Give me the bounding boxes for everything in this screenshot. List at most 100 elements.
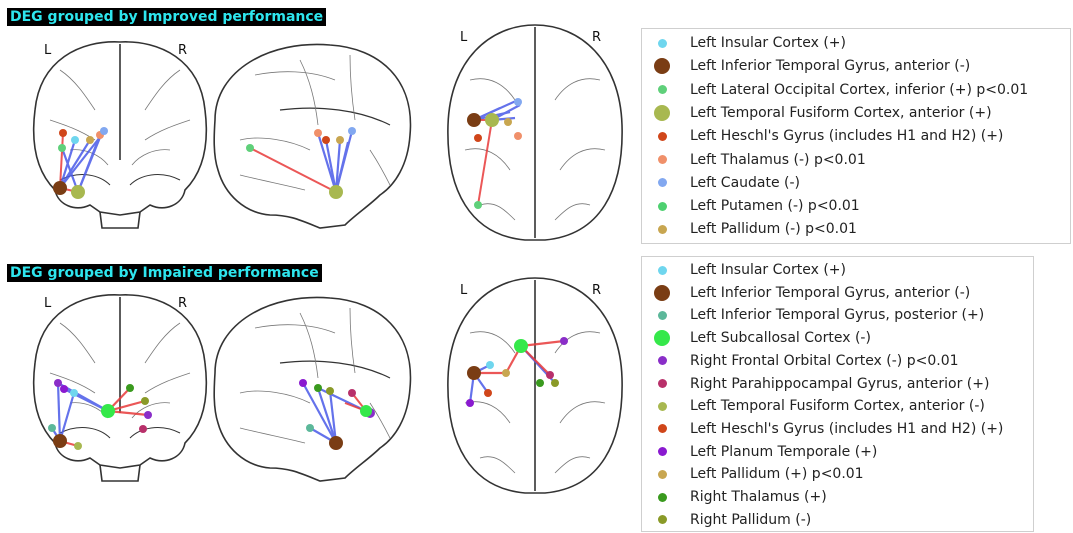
legend-item: Left Heschl's Gyrus (includes H1 and H2)… [642, 418, 1033, 440]
legend-marker [654, 104, 670, 121]
bottom-axial-node-itg-anterior [467, 366, 481, 380]
top-sagittal-node-pallidum [336, 136, 344, 144]
bottom-coronal-node-parahippocampal [139, 425, 147, 433]
legend-label: Left Planum Temporale (+) [690, 443, 878, 460]
legend-label: Left Lateral Occipital Cortex, inferior … [690, 81, 1029, 98]
legend-marker [657, 515, 667, 525]
bottom-axial-node-pallidum [502, 369, 510, 377]
top-sagittal-view [213, 43, 412, 229]
top-axial-node-itg-anterior [467, 113, 481, 127]
legend-marker [657, 265, 667, 275]
legend-item: Left Pallidum (-) p<0.01 [642, 218, 1070, 240]
bottom-coronal-node-fusiform [74, 442, 82, 450]
top-axial-view [447, 24, 623, 241]
top-legend: Left Insular Cortex (+)Left Inferior Tem… [641, 28, 1071, 244]
legend-label: Left Temporal Fusiform Cortex, anterior … [690, 104, 992, 121]
legend-marker [657, 155, 667, 164]
legend-marker [657, 492, 667, 502]
legend-label: Left Insular Cortex (+) [690, 262, 846, 278]
top-panel-title: DEG grouped by Improved performance [7, 8, 327, 26]
top-coronal-node-heschl [59, 129, 67, 137]
top-axial-node-occipital [474, 201, 482, 209]
bottom-sagittal-node-thalamus [314, 384, 322, 392]
bottom-sagittal-node-itg-posterior [306, 424, 314, 432]
legend-label: Left Pallidum (-) p<0.01 [690, 221, 857, 238]
bottom-axial-node-parahippocampal [546, 371, 554, 379]
legend-item: Left Inferior Temporal Gyrus, posterior … [642, 304, 1033, 326]
bottom-sagittal-node-itg-anterior [329, 436, 343, 450]
legend-marker [657, 310, 667, 320]
legend-marker [654, 58, 670, 75]
bottom-coronal-node-right-thalamus [126, 384, 134, 392]
legend-item: Left Inferior Temporal Gyrus, anterior (… [642, 55, 1070, 77]
legend-marker [657, 131, 667, 141]
legend-label: Left Inferior Temporal Gyrus, anterior (… [690, 284, 971, 301]
legend-label: Left Putamen (-) p<0.01 [690, 198, 860, 215]
legend-item: Left Insular Cortex (+) [642, 32, 1070, 54]
top-sagittal-node-caudate [348, 127, 356, 135]
legend-item: Left Temporal Fusiform Cortex, anterior … [642, 102, 1070, 124]
top-sagittal-node-thalamus [314, 129, 322, 137]
legend-label: Left Heschl's Gyrus (includes H1 and H2)… [690, 420, 1004, 437]
legend-item: Left Temporal Fusiform Cortex, anterior … [642, 395, 1033, 417]
bottom-sagittal-node-subcallosal [360, 405, 372, 417]
legend-marker [657, 401, 667, 411]
legend-marker [654, 284, 670, 301]
top-axial-left-label: L [460, 30, 468, 45]
bottom-coronal-node-right-pallidum [141, 397, 149, 405]
legend-marker [657, 356, 667, 366]
legend-item: Left Putamen (-) p<0.01 [642, 195, 1070, 217]
brain-connectivity-diagrams [32, 24, 623, 494]
bottom-axial-node-frontal-orbital [560, 337, 568, 345]
legend-label: Right Frontal Orbital Cortex (-) p<0.01 [690, 352, 959, 369]
legend-marker [657, 447, 667, 457]
legend-label: Right Pallidum (-) [690, 511, 812, 528]
legend-marker [657, 85, 667, 95]
bottom-coronal-node-planum [60, 385, 68, 393]
legend-item: Left Heschl's Gyrus (includes H1 and H2)… [642, 125, 1070, 147]
legend-label: Left Inferior Temporal Gyrus, posterior … [690, 307, 985, 324]
bottom-legend: Left Insular Cortex (+) Left Inferior Tem… [641, 256, 1034, 532]
top-coronal-node-fusiform [71, 185, 85, 199]
legend-marker [657, 201, 667, 211]
legend-marker [657, 424, 667, 434]
legend-item: Right Pallidum (-) [642, 509, 1033, 531]
legend-item: Left Caudate (-) [642, 172, 1070, 194]
legend-item: Left Pallidum (+) p<0.01 [642, 463, 1033, 485]
bottom-axial-node-right-pallidum [551, 379, 559, 387]
legend-label: Left Pallidum (+) p<0.01 [690, 466, 864, 483]
top-sagittal-node-fusiform [329, 185, 343, 199]
top-axial-node-thalamus [514, 132, 522, 140]
bottom-sagittal-node-parahippocampal [348, 389, 356, 397]
top-axial-node-heschl [474, 134, 482, 142]
legend-item: Right Frontal Orbital Cortex (-) p<0.01 [642, 350, 1033, 372]
top-coronal-left-label: L [44, 43, 52, 58]
legend-label: Right Thalamus (+) [690, 489, 827, 505]
bottom-coronal-node-itg-posterior [48, 424, 56, 432]
bottom-coronal-right-label: R [178, 296, 188, 311]
top-coronal-node-pallidum [86, 136, 94, 144]
bottom-coronal-view [32, 294, 208, 482]
top-coronal-view [32, 41, 208, 229]
top-axial-node-fusiform [485, 113, 499, 127]
bottom-coronal-node-subcallosal [101, 404, 115, 418]
legend-item: Right Thalamus (+) [642, 486, 1033, 508]
top-coronal-right-label: R [178, 43, 188, 58]
bottom-axial-node-heschl [484, 389, 492, 397]
legend-item: Right Parahippocampal Gyrus, anterior (+… [642, 373, 1033, 395]
legend-label: Right Parahippocampal Gyrus, anterior (+… [690, 375, 990, 392]
legend-marker [657, 469, 667, 479]
legend-item: Left Inferior Temporal Gyrus, anterior (… [642, 282, 1033, 304]
bottom-coronal-node-itg-anterior [53, 434, 67, 448]
legend-item: Left Subcallosal Cortex (-) [642, 327, 1033, 349]
legend-label: Left Heschl's Gyrus (includes H1 and H2)… [690, 128, 1004, 145]
legend-marker [657, 224, 667, 234]
bottom-sagittal-node-planum [299, 379, 307, 387]
bottom-coronal-node-right-frontal [144, 411, 152, 419]
top-sagittal-node-heschl [322, 136, 330, 144]
legend-item: Left Planum Temporale (+) [642, 441, 1033, 463]
legend-label: Left Subcallosal Cortex (-) [690, 330, 871, 347]
bottom-axial-node-right-thalamus [536, 379, 544, 387]
bottom-axial-node-planum [466, 399, 474, 407]
bottom-coronal-node-frontal-orbital [54, 379, 62, 387]
